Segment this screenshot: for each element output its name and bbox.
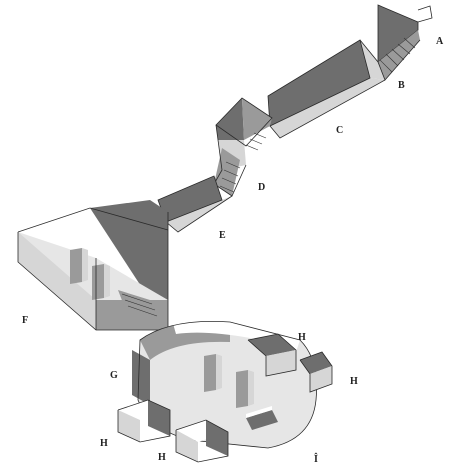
label-b: B: [398, 80, 405, 91]
stairs-f-to-g: [118, 290, 160, 322]
label-h-left: H: [100, 438, 108, 449]
annex-h-left: [117, 399, 171, 443]
label-h-upper: H: [298, 332, 306, 343]
label-a: A: [436, 36, 444, 47]
label-h-bottom: H: [158, 452, 166, 463]
label-i: Î: [314, 453, 318, 465]
label-c: C: [336, 125, 343, 136]
label-h-right: H: [350, 376, 358, 387]
label-g: G: [110, 370, 118, 381]
label-f: F: [22, 315, 28, 326]
annex-h-upper: [247, 333, 297, 377]
shaft-d: [213, 97, 273, 197]
entrance-a: [377, 4, 433, 63]
annex-h-right: [299, 351, 333, 393]
annex-h-bottom: [175, 419, 229, 463]
label-d: D: [258, 182, 265, 193]
label-e: E: [219, 230, 226, 241]
corridor-c: [267, 39, 386, 139]
corridor-b: [359, 30, 421, 81]
corridor-b-stairs: [379, 37, 416, 73]
